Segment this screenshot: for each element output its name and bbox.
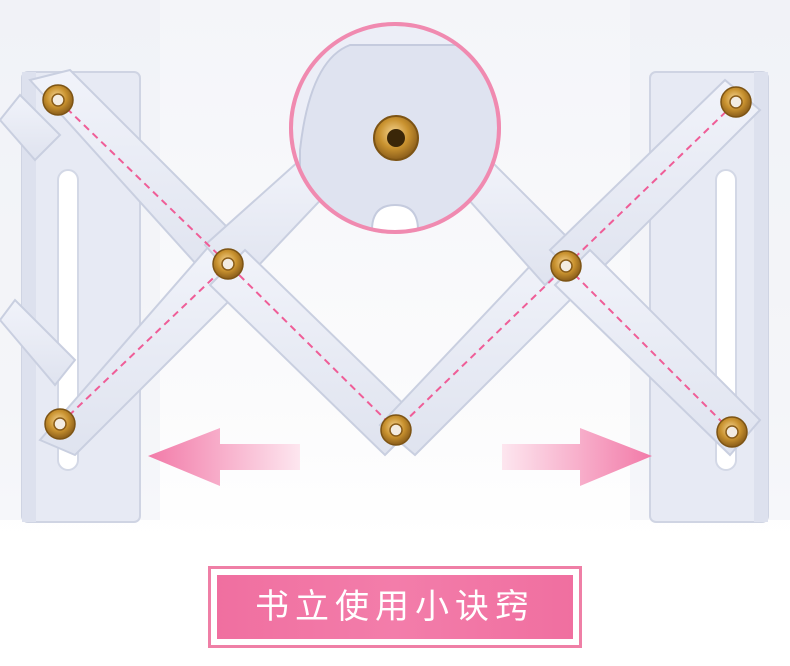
- magnify-detail-icon: [289, 22, 501, 234]
- rivet-icon: [720, 86, 752, 118]
- bookend-photo: [0, 0, 790, 540]
- caption-banner: 书立使用小诀窍: [208, 566, 582, 648]
- rivet-icon: [550, 250, 582, 282]
- left-bracket-panel: [21, 71, 141, 523]
- caption-banner-fill: 书立使用小诀窍: [217, 575, 573, 639]
- rivet-icon: [380, 414, 412, 446]
- rivet-icon: [212, 248, 244, 280]
- rivets: [42, 84, 752, 448]
- rivet-icon: [716, 416, 748, 448]
- arrow-left-icon: [148, 428, 300, 486]
- rivet-icon: [44, 408, 76, 440]
- scissor-arms: [0, 68, 762, 457]
- caption-title: 书立使用小诀窍: [255, 587, 535, 627]
- rivet-icon: [42, 84, 74, 116]
- arrow-right-icon: [502, 428, 652, 486]
